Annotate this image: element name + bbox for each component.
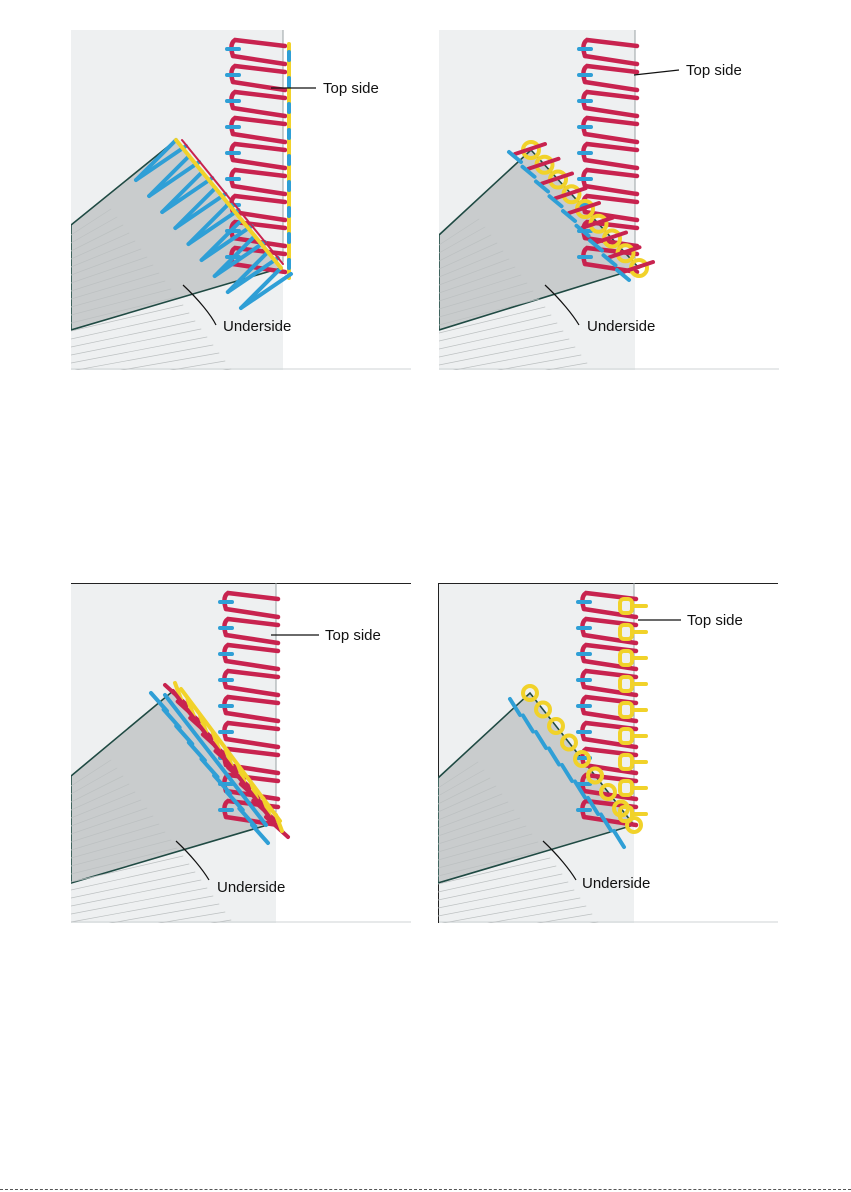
top-side-label: Top side [687,612,743,629]
underside-label: Underside [582,875,650,892]
underside-label: Underside [223,318,291,335]
stitch-illustration-2: Top side Underside [439,30,779,370]
top-side-label: Top side [686,62,742,79]
stitch-panel-1: Top side Underside [71,30,411,370]
page-bottom-rule [0,1189,851,1190]
underside-label: Underside [587,318,655,335]
stitch-panel-4: Top side Underside [438,583,778,923]
stitch-illustration-4: Top side Underside [438,583,778,923]
stitch-panel-2: Top side Underside [439,30,779,370]
top-side-label: Top side [323,80,379,97]
stitch-illustration-1: Top side Underside [71,30,411,370]
top-side-leader [634,70,679,75]
top-side-label: Top side [325,627,381,644]
stitch-illustration-3: Top side Underside [71,583,411,923]
stitch-panel-3: Top side Underside [71,583,411,923]
underside-label: Underside [217,879,285,896]
